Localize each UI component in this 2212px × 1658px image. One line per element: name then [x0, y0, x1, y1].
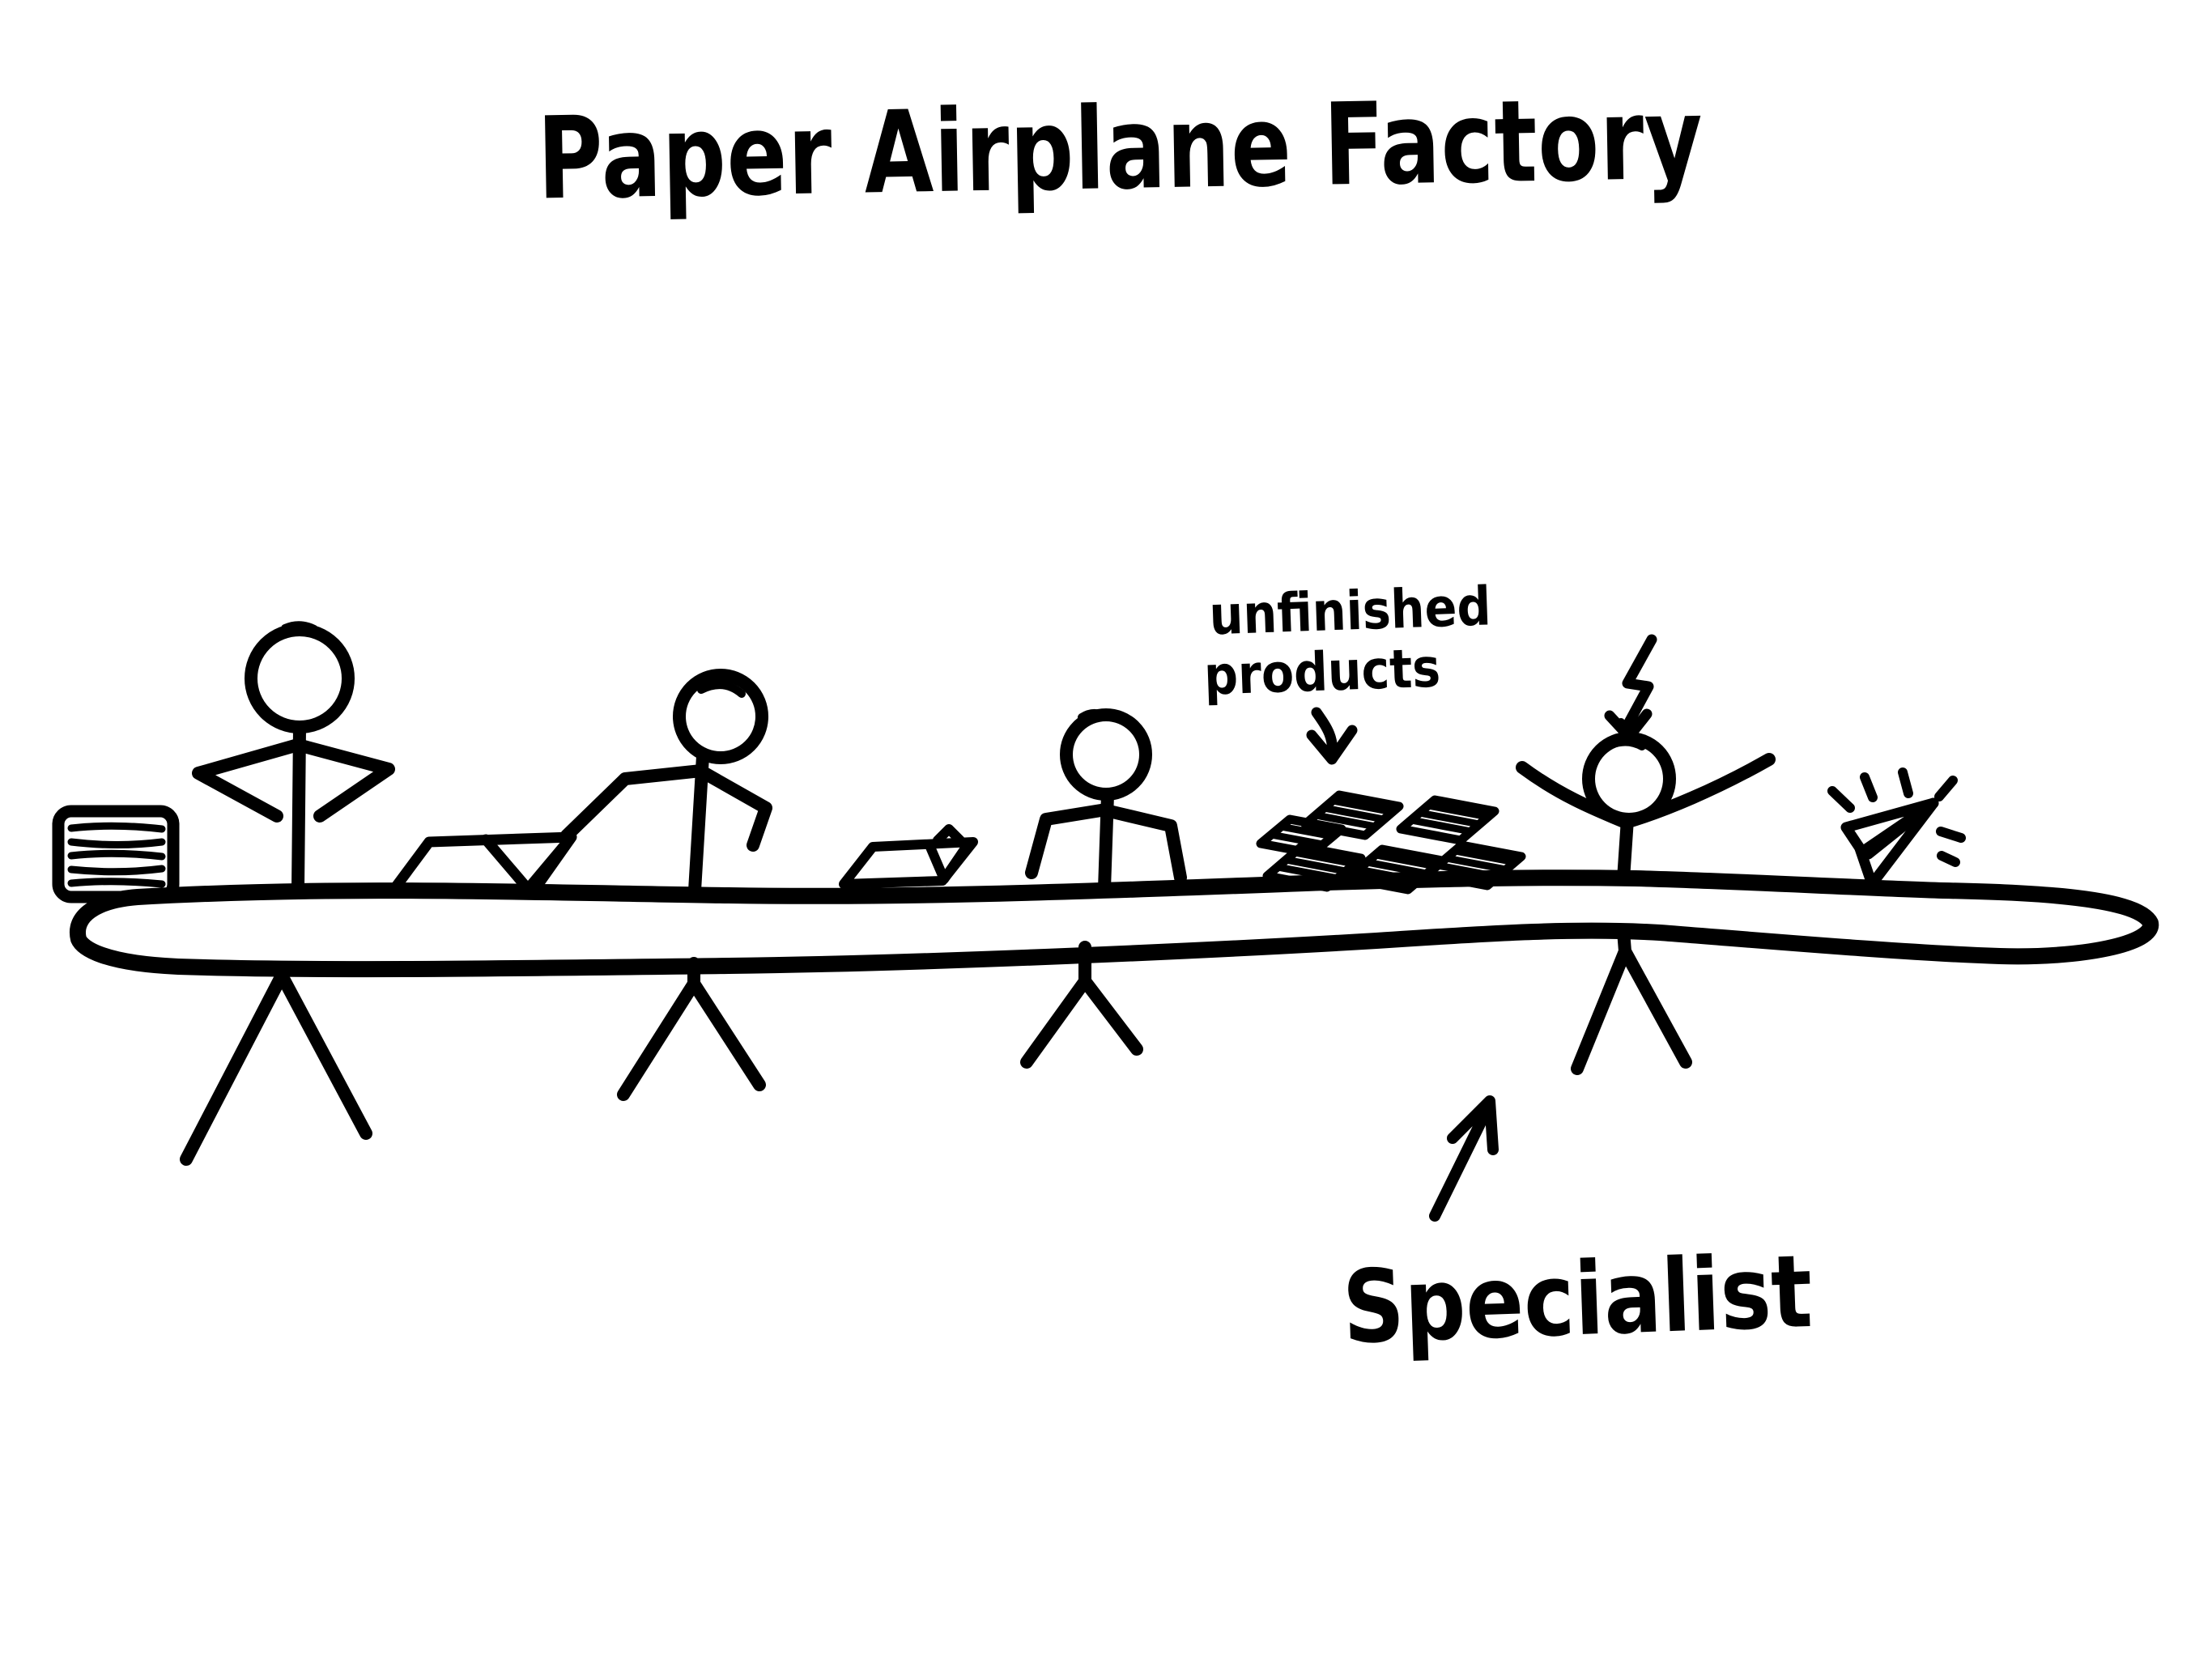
- bolt-zigzag: [1622, 634, 1657, 731]
- worker3-arm-left: [1025, 803, 1112, 879]
- work-table: [69, 869, 2159, 978]
- unfinished-products-label: unfinished products: [1203, 575, 1492, 708]
- folded-sheet-crease: [480, 833, 576, 895]
- worker1-hair-tuft: [281, 621, 318, 633]
- specialist-label: Specialist: [1341, 1234, 1814, 1367]
- airplane-crease: [1864, 798, 1938, 860]
- sparkles-icon: [1827, 767, 1966, 867]
- paper-stack-sheets: [67, 822, 166, 888]
- specialist-hair-tuft: [1607, 738, 1646, 750]
- stick-worker-hands-on-hips: [180, 621, 395, 1166]
- worker2-arm-extended: [560, 764, 708, 842]
- stick-worker-folding: [560, 669, 772, 1101]
- pile-unit: [1423, 840, 1526, 891]
- paper-airplane-icon: [1840, 797, 1939, 890]
- worker2-legs: [617, 957, 766, 1101]
- worker2-body: [688, 750, 709, 897]
- airplane-body: [1854, 797, 1939, 890]
- pile-unit: [1396, 795, 1499, 845]
- specialist-legs: [1571, 925, 1692, 1075]
- stick-worker-at-table: [1020, 708, 1187, 1069]
- half-folded-paper-icon: [839, 824, 978, 889]
- pile-unit: [1262, 842, 1366, 892]
- unfinished-label-line1: unfinished: [1208, 575, 1491, 647]
- paper-stack-outline: [52, 805, 180, 903]
- half-folded-outline: [839, 837, 978, 889]
- paper-stack-icon: [52, 805, 180, 903]
- worker1-head: [245, 623, 355, 733]
- down-arrow-icon: [1306, 707, 1358, 765]
- specialist-body: [1617, 813, 1634, 886]
- half-folded-flap: [933, 824, 965, 845]
- worker3-hair-tuft: [1078, 709, 1110, 721]
- pile-unit-stripes: [1312, 797, 1397, 831]
- pile-unit-stripes: [1434, 847, 1519, 881]
- worker2-hair-swoosh: [697, 681, 746, 698]
- worker2-head: [673, 669, 768, 764]
- stick-specialist-arms-up: [1516, 732, 1776, 1075]
- pile-unit-stripes: [1407, 801, 1492, 835]
- worker3-head: [1060, 708, 1152, 801]
- unfinished-label-line2: products: [1203, 637, 1442, 708]
- pile-unit-stripes: [1274, 848, 1359, 882]
- pile-unit-stripes: [1355, 851, 1440, 885]
- worker1-body: [291, 722, 306, 895]
- folded-sheet-icon: [386, 831, 577, 898]
- worker3-arm-right: [1103, 805, 1187, 884]
- page-title: Paper Airplane Factory: [536, 73, 1704, 225]
- unfinished-products-pile-icon: [1256, 790, 1526, 895]
- up-right-arrow-icon: [1429, 1095, 1499, 1222]
- half-folded-crease: [925, 839, 973, 884]
- lightning-bolt-icon: [1604, 634, 1657, 742]
- worker1-arms-akimbo: [192, 738, 395, 823]
- worker1-legs: [180, 969, 372, 1166]
- worker3-legs: [1020, 941, 1143, 1069]
- pile-unit-stripes: [1267, 823, 1337, 848]
- specialist-arms: [1516, 753, 1776, 829]
- worker2-arm-bent: [700, 767, 772, 852]
